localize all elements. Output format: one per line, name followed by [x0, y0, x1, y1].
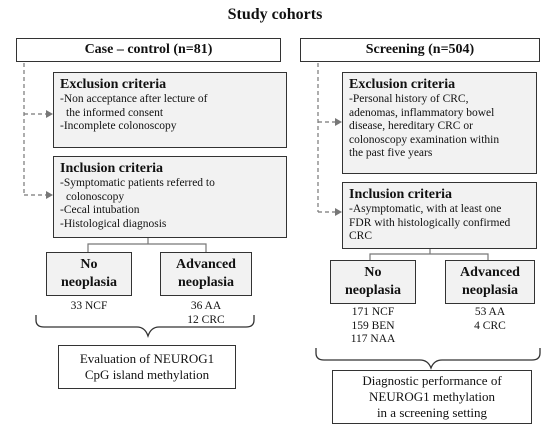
left-no-neoplasia-label-1: No: [80, 257, 98, 272]
left-inclusion-item-4: -Histological diagnosis: [60, 217, 167, 230]
left-advanced-neoplasia-label-2: neoplasia: [177, 275, 234, 290]
left-inclusion-arrowhead: [46, 191, 53, 199]
left-bracket: [35, 315, 255, 339]
right-no-neoplasia-label-1: No: [364, 265, 382, 280]
right-advanced-neoplasia-values: 53 AA 4 CRC: [445, 306, 535, 333]
right-no-neoplasia-value-1: 171 NCF: [351, 306, 395, 318]
right-exclusion-item-5: the past five years: [349, 147, 433, 160]
left-advanced-neoplasia-label-1: Advanced: [176, 257, 236, 272]
right-bracket: [315, 348, 541, 370]
right-exclusion-arrowhead: [335, 118, 342, 126]
left-outcome-line-2: CpG island methylation: [84, 367, 210, 382]
right-advanced-neoplasia-value-2: 4 CRC: [474, 319, 506, 332]
right-exclusion-item-2: adenomas, inflammatory bowel: [349, 106, 495, 119]
left-inclusion-criteria-box: Inclusion criteria -Symptomatic patients…: [53, 156, 287, 238]
right-no-neoplasia-value-3: 117 NAA: [350, 333, 396, 345]
left-exclusion-item-1: -Non acceptance after lecture of: [60, 93, 208, 105]
right-inclusion-arrowhead: [335, 208, 342, 216]
left-advanced-neoplasia-value-1: 36 AA: [190, 300, 222, 312]
left-inclusion-item-3: -Cecal intubation: [60, 204, 140, 217]
diagram-title: Study cohorts: [227, 6, 323, 23]
right-outcome-line-2: NEUROG1 methylation: [368, 389, 495, 404]
right-inclusion-item-2: FDR with histologically confirmed: [349, 216, 511, 229]
case-control-cohort-box: Case – control (n=81): [16, 38, 281, 62]
right-no-neoplasia-box: No neoplasia: [330, 260, 416, 304]
left-advanced-neoplasia-value-2: 12 CRC: [187, 313, 225, 326]
right-outcome-line-3: in a screening setting: [376, 405, 488, 420]
left-no-neoplasia-values: 33 NCF: [46, 300, 132, 314]
right-inclusion-criteria-box: Inclusion criteria -Asymptomatic, with a…: [342, 182, 537, 249]
right-exclusion-heading: Exclusion criteria: [349, 77, 456, 92]
left-split-connector: [87, 238, 207, 252]
left-exclusion-arrowhead: [46, 110, 53, 118]
right-no-neoplasia-label-2: neoplasia: [344, 283, 401, 298]
right-advanced-neoplasia-label-1: Advanced: [460, 265, 520, 280]
right-no-neoplasia-values: 171 NCF 159 BEN 117 NAA: [330, 306, 416, 347]
right-no-neoplasia-value-2: 159 BEN: [351, 319, 395, 332]
right-split-connector: [369, 249, 489, 260]
left-exclusion-criteria-box: Exclusion criteria -Non acceptance after…: [53, 72, 287, 148]
right-inclusion-item-1: -Asymptomatic, with at least one: [349, 203, 502, 215]
left-outcome-line-1: Evaluation of NEUROG1: [79, 351, 215, 366]
left-no-neoplasia-value-1: 33 NCF: [70, 300, 108, 312]
left-exclusion-item-3: -Incomplete colonoscopy: [60, 120, 177, 133]
right-exclusion-criteria-box: Exclusion criteria -Personal history of …: [342, 72, 537, 174]
right-advanced-neoplasia-label-2: neoplasia: [461, 283, 518, 298]
right-exclusion-item-3: disease, hereditary CRC or: [349, 120, 473, 133]
left-exclusion-item-2: the informed consent: [66, 106, 164, 119]
left-no-neoplasia-label-2: neoplasia: [60, 275, 117, 290]
left-no-neoplasia-box: No neoplasia: [46, 252, 132, 296]
left-advanced-neoplasia-box: Advanced neoplasia: [160, 252, 252, 296]
right-advanced-neoplasia-value-1: 53 AA: [474, 306, 506, 318]
right-advanced-neoplasia-box: Advanced neoplasia: [445, 260, 535, 304]
screening-cohort-box: Screening (n=504): [300, 38, 540, 62]
right-outcome-line-1: Diagnostic performance of: [362, 373, 502, 388]
left-inclusion-item-2: colonoscopy: [66, 190, 125, 203]
left-inclusion-item-1: -Symptomatic patients referred to: [60, 177, 215, 189]
right-inclusion-heading: Inclusion criteria: [349, 187, 453, 202]
right-exclusion-item-4: colonoscopy examination within: [349, 133, 500, 146]
left-inclusion-heading: Inclusion criteria: [60, 161, 164, 176]
right-exclusion-item-1: -Personal history of CRC,: [349, 93, 469, 105]
left-advanced-neoplasia-values: 36 AA 12 CRC: [160, 300, 252, 327]
right-inclusion-item-3: CRC: [349, 230, 373, 243]
left-exclusion-heading: Exclusion criteria: [60, 77, 167, 92]
